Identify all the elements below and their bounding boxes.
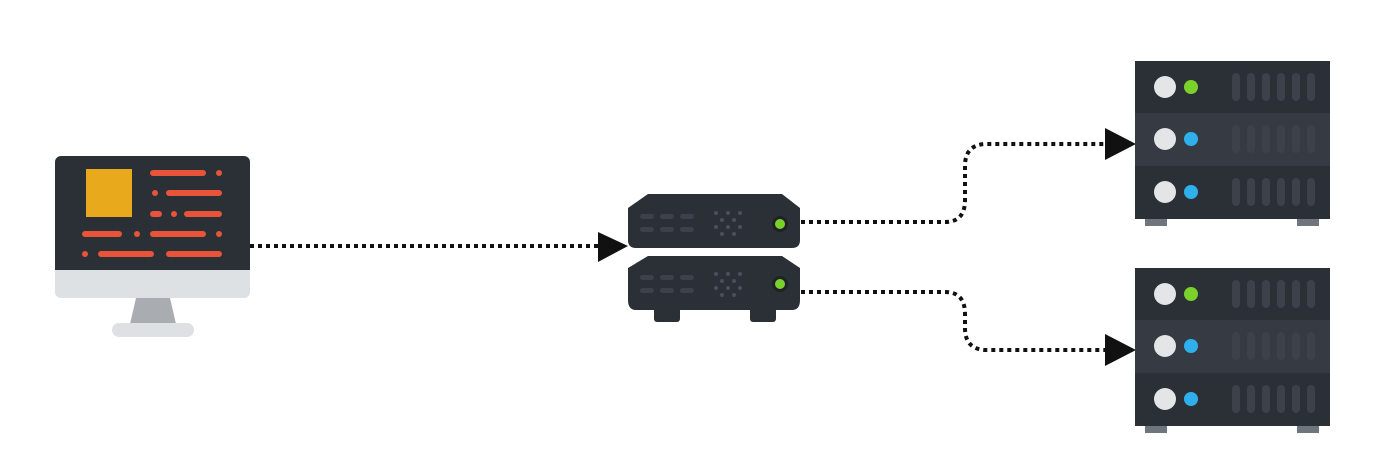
server-rack-icon xyxy=(1135,61,1330,226)
led-green xyxy=(775,279,785,289)
arrowhead-server-2 xyxy=(1105,334,1136,366)
server-rack-icon xyxy=(1135,268,1330,433)
screen-block xyxy=(86,169,132,217)
desktop-monitor-icon xyxy=(55,156,250,337)
arrowhead-server-1 xyxy=(1105,128,1136,160)
connections xyxy=(250,142,1106,352)
led-green xyxy=(775,219,785,229)
network-switch-icon xyxy=(628,194,800,322)
monitor-stand xyxy=(130,298,176,324)
screen-code-lines xyxy=(82,170,222,257)
monitor-base xyxy=(112,323,194,337)
edge-load-balancer-to-server-2 xyxy=(801,290,1106,352)
edge-load-balancer-to-server-1 xyxy=(801,142,1106,224)
arrowheads xyxy=(598,128,1136,366)
arrowhead-load-balancer xyxy=(598,232,628,262)
